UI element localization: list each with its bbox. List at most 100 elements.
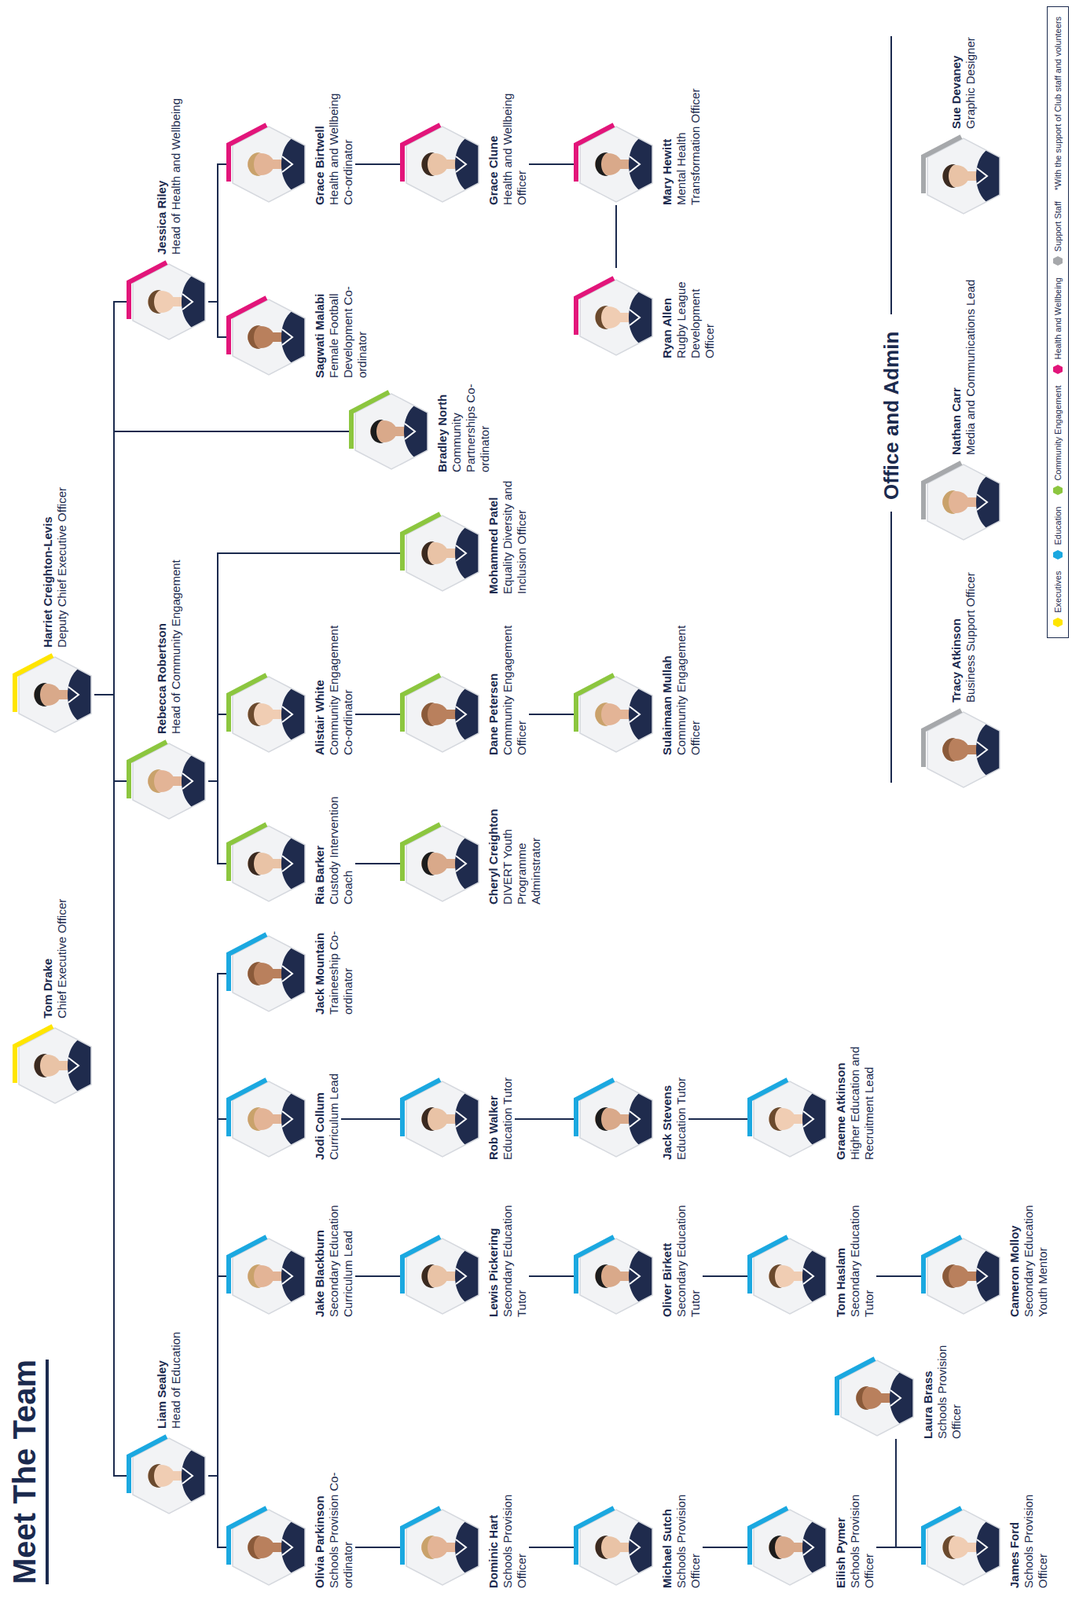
staff-name: Tracy Atkinson xyxy=(949,572,964,703)
photo-shirt xyxy=(802,1243,830,1310)
photo-hair xyxy=(595,702,610,727)
staff-name: Rebecca Robertson xyxy=(154,559,169,735)
photo-group xyxy=(576,1506,656,1589)
staff-card: Laura BrassSchools Provision Officer xyxy=(837,1336,964,1440)
photo-group xyxy=(750,1235,830,1318)
staff-card: Dane PetersenCommunity Engagement Office… xyxy=(403,609,529,756)
staff-card: Eilish PymerSchools Provision Officer xyxy=(750,1470,877,1589)
photo-ground xyxy=(129,740,209,823)
job-title: Schools Provision Officer xyxy=(848,1470,877,1589)
hex-accent xyxy=(576,675,614,732)
photo-ground xyxy=(924,135,1003,217)
job-title: Community Engagement Officer xyxy=(500,609,529,756)
photo-hair xyxy=(248,851,262,876)
photo-hair xyxy=(595,1264,610,1289)
photo-hair xyxy=(422,541,436,566)
legend-swatch xyxy=(1052,549,1064,561)
legend-text: Executives xyxy=(1052,571,1064,614)
legend-item: Health and Wellbeing xyxy=(1052,277,1064,375)
org-connector xyxy=(895,1439,925,1548)
photo-group xyxy=(924,708,1003,791)
staff-text: Eilish PymerSchools Provision Officer xyxy=(833,1470,877,1589)
hex-accent xyxy=(402,1237,441,1294)
org-connector xyxy=(514,1118,577,1120)
hex-accent xyxy=(402,1079,441,1137)
staff-text: Rob WalkerEducation Tutor xyxy=(486,1077,515,1161)
org-connector xyxy=(528,1275,577,1278)
org-connector xyxy=(702,1275,751,1278)
photo-shirt xyxy=(976,1514,1003,1581)
photo-hexagon xyxy=(924,1506,1003,1589)
photo-hexagon xyxy=(750,1078,830,1161)
staff-name: Cameron Molloy xyxy=(1007,1183,1022,1318)
photo-ground xyxy=(229,1235,309,1318)
photo-collar xyxy=(976,741,988,758)
photo-collar xyxy=(455,1111,467,1128)
staff-text: Jack MountainTraineeship Co-ordinator xyxy=(312,924,356,1015)
org-connector xyxy=(688,1118,751,1120)
photo-shirt xyxy=(281,1243,309,1310)
photo-hair xyxy=(422,702,436,727)
staff-card: Tom HaslamSecondary Education Tutor xyxy=(750,1183,877,1318)
hex-accent xyxy=(128,741,167,799)
photo-collar xyxy=(976,1539,988,1556)
photo-shirt xyxy=(281,1514,309,1581)
job-title: Schools Provision Officer xyxy=(1021,1470,1050,1589)
staff-name: Dominic Hart xyxy=(486,1470,501,1589)
hex-accent xyxy=(576,1237,614,1294)
legend-swatch-shape xyxy=(1053,364,1063,375)
photo-hair xyxy=(422,152,436,177)
photo-ground xyxy=(576,1235,656,1318)
photo-ground xyxy=(352,390,431,473)
staff-text: Tom DrakeChief Executive Officer xyxy=(40,899,70,1019)
staff-name: Laura Brass xyxy=(921,1336,936,1440)
hex-accent xyxy=(228,934,267,992)
staff-text: Tracy AtkinsonBusiness Support Officer xyxy=(949,572,978,703)
org-connector xyxy=(94,694,130,782)
photo-group xyxy=(576,123,656,206)
job-title: Chief Executive Officer xyxy=(55,899,70,1019)
staff-text: Mary HewittMental Health Transformation … xyxy=(660,87,703,206)
photo-hexagon xyxy=(229,932,309,1015)
staff-text: Dominic HartSchools Provision Officer xyxy=(486,1470,529,1589)
photo-collar xyxy=(976,168,988,184)
photo-ground xyxy=(924,1235,1003,1318)
photo-collar xyxy=(455,1268,467,1285)
photo-shirt xyxy=(628,681,656,748)
photo-hair xyxy=(595,152,610,177)
staff-text: Graeme AtkinsonHigher Education and Recr… xyxy=(833,1042,877,1161)
org-connector xyxy=(355,1546,404,1549)
job-title: Community Engagement Co-ordinator xyxy=(326,609,356,756)
photo-hair xyxy=(248,152,262,177)
hex-accent xyxy=(402,824,441,882)
photo-hair xyxy=(769,1535,783,1560)
legend-swatch xyxy=(1052,363,1064,375)
photo-group xyxy=(837,1357,917,1440)
job-title: Mental Health Transformation Officer xyxy=(674,87,703,206)
staff-text: Rebecca RobertsonHead of Community Engag… xyxy=(154,559,184,735)
photo-collar xyxy=(455,855,467,872)
photo-group xyxy=(229,673,309,756)
photo-shirt xyxy=(181,268,209,335)
heading-rule xyxy=(890,511,893,783)
photo-hexagon xyxy=(129,740,209,823)
job-title: Custody Intervention Coach xyxy=(326,774,356,905)
staff-name: Sulaimaan Mullah xyxy=(660,609,675,756)
photo-ground xyxy=(576,123,656,206)
hex-accent xyxy=(923,136,962,194)
photo-collar xyxy=(282,156,293,173)
photo-ground xyxy=(229,123,309,206)
org-connector xyxy=(208,301,230,338)
photo-hexagon xyxy=(229,296,309,379)
photo-group xyxy=(576,1235,656,1318)
legend-swatch-shape xyxy=(1053,617,1063,628)
staff-card: Liam SealeyHead of Education xyxy=(129,1332,209,1517)
staff-card: Bradley NorthCommunity Partnerships Co-o… xyxy=(352,378,492,473)
photo-hexagon xyxy=(837,1357,917,1440)
hex-accent xyxy=(576,278,614,335)
photo-hexagon xyxy=(924,461,1003,544)
org-connector xyxy=(355,713,404,716)
photo-group xyxy=(750,1078,830,1161)
photo-group xyxy=(15,653,95,736)
hex-accent xyxy=(228,1237,267,1294)
